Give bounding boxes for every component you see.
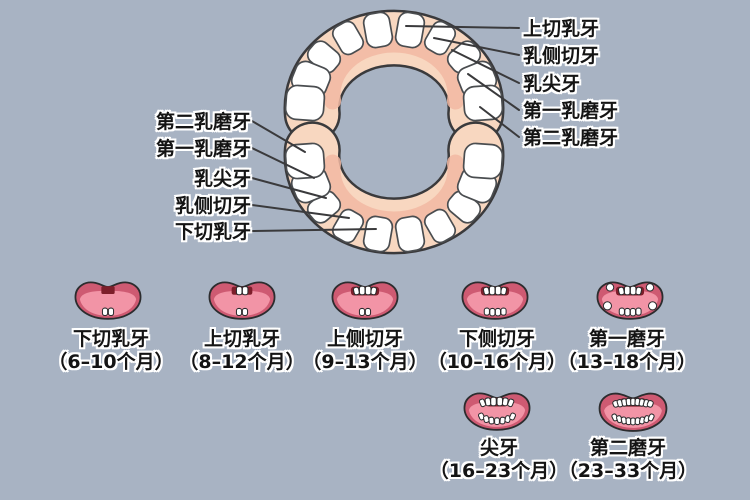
stage-name: 上侧切牙: [326, 328, 403, 350]
lower-arch-label-second-molar: 第二乳磨牙: [155, 111, 251, 133]
upper-arch-label-central-incisor: 上切乳牙: [523, 18, 600, 40]
upper-arch-label-second-molar: 第二乳磨牙: [523, 127, 619, 149]
stage-name: 尖牙: [479, 437, 518, 459]
stage-caption-1: 下切乳牙 （6–10个月）: [26, 328, 196, 374]
stage-name: 上切乳牙: [203, 328, 280, 350]
stage-caption-6: 尖牙 （16–23个月）: [414, 437, 584, 483]
lower-arch-label-central-incisor: 下切乳牙: [174, 221, 251, 243]
callout-lines-upper: [405, 25, 520, 138]
stage-name: 下侧切牙: [458, 328, 535, 350]
stage-age: （9–13个月）: [302, 351, 428, 373]
mouth-stage-5-icon: [596, 281, 664, 320]
mouth-stage-2-icon: [208, 281, 276, 320]
upper-arch-label-lateral-incisor: 乳侧切牙: [523, 45, 600, 67]
stage-age: （16–23个月）: [429, 460, 569, 482]
mouth-stage-4-icon: [461, 281, 529, 320]
stage-caption-2: 上切乳牙 （8–12个月）: [157, 328, 327, 374]
stage-name: 第二磨牙: [589, 437, 666, 459]
stage-caption-4: 下侧切牙 （10–16个月）: [412, 328, 582, 374]
upper-arch-label-first-molar: 第一乳磨牙: [523, 100, 619, 122]
lower-arch-label-canine: 乳尖牙: [193, 168, 251, 190]
lower-arch-label-first-molar: 第一乳磨牙: [155, 138, 251, 160]
stage-age: （8–12个月）: [179, 351, 305, 373]
stage-name: 第一磨牙: [588, 328, 665, 350]
stage-caption-5: 第一磨牙 （13–18个月）: [542, 328, 712, 374]
mouth-stage-3-icon: [331, 281, 399, 320]
mouth-stage-6-icon: [463, 392, 531, 431]
stage-age: （23–33个月）: [558, 460, 698, 482]
mouth-stage-1-icon: [74, 281, 142, 320]
stage-name: 下切乳牙: [72, 328, 149, 350]
stage-age: （10–16个月）: [427, 351, 567, 373]
callout-lines-lower: [251, 120, 377, 232]
mouth-stage-7-icon: [598, 392, 668, 432]
lower-dental-arch: [285, 143, 503, 253]
stage-caption-7: 第二磨牙 （23–33个月）: [543, 437, 713, 483]
stage-age: （13–18个月）: [557, 351, 697, 373]
upper-arch-label-canine: 乳尖牙: [523, 73, 581, 95]
stage-age: （6–10个月）: [48, 351, 174, 373]
lower-arch-label-lateral-incisor: 乳侧切牙: [174, 195, 251, 217]
stage-caption-3: 上侧切牙 （9–13个月）: [280, 328, 450, 374]
